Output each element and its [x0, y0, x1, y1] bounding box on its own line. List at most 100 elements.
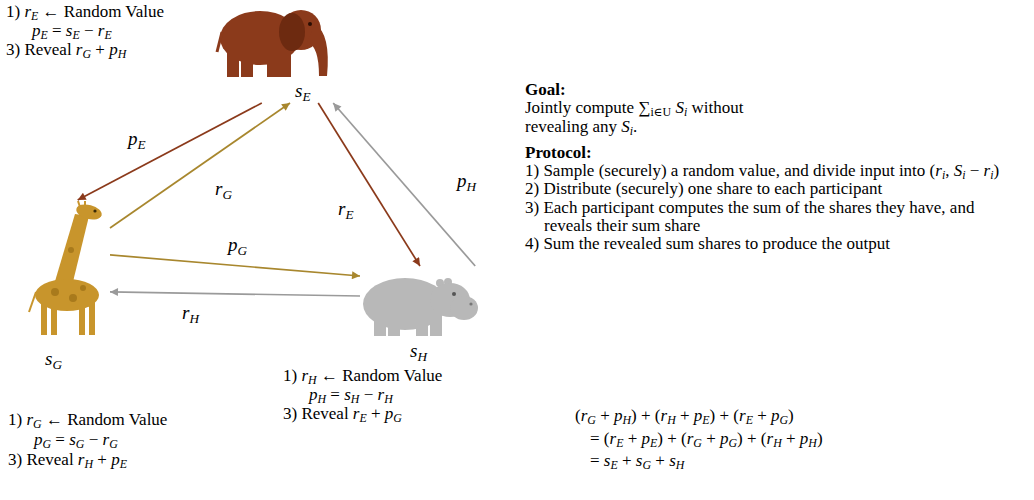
math-subscript: H [773, 436, 782, 450]
math-variable: pH [800, 429, 817, 448]
share-label: rH [180, 302, 201, 323]
math-subscript: G [52, 357, 62, 372]
math-variable: pG [34, 430, 51, 449]
equation-line: = sE + sG + sH [590, 451, 684, 470]
math-variable: Si [621, 117, 633, 136]
share-arrow [110, 255, 360, 276]
math-variable: Si [675, 98, 687, 117]
math-variable: rG [26, 410, 41, 429]
math-variable: sE [66, 21, 80, 40]
math-subscript: i [630, 124, 633, 138]
step-note: 1) rE ← Random Value [6, 2, 164, 21]
math-variable: pE [694, 406, 710, 425]
step-note: pH = sH − rH [309, 385, 393, 404]
math-variable: rE [98, 21, 112, 40]
math-variable: pE [641, 429, 657, 448]
math-variable: rG [581, 406, 596, 425]
math-variable: pG [228, 234, 247, 255]
share-arrow [78, 103, 262, 200]
math-subscript: G [109, 437, 118, 451]
math-subscript: E [746, 413, 753, 427]
goal-text: Jointly compute ∑i∈U Si without revealin… [525, 99, 783, 136]
protocol-step: 3) Each participant computes the sum of … [525, 199, 1025, 236]
math-variable: sG [45, 348, 62, 369]
math-variable: pH [109, 40, 126, 59]
step-note: pE = sE − rE [32, 21, 112, 40]
math-subscript: G [693, 436, 702, 450]
math-subscript: G [33, 417, 42, 431]
math-subscript: i∈U [650, 106, 671, 120]
share-label: pG [226, 234, 249, 255]
math-subscript: E [138, 137, 146, 152]
math-subscript: G [222, 187, 232, 202]
math-subscript: H [667, 413, 676, 427]
math-subscript: i [684, 106, 687, 120]
step-note: 1) rH ← Random Value [283, 366, 442, 385]
hippo-figure [363, 278, 478, 336]
math-variable: sH [410, 340, 427, 361]
equation-line: (rG + pH) + (rH + pE) + (rE + pG) [575, 406, 794, 425]
math-variable: pE [111, 450, 127, 469]
math-subscript: H [622, 413, 631, 427]
section-heading: Goal: [525, 81, 1025, 99]
math-variable: rE [24, 2, 38, 21]
math-variable: rH [378, 385, 393, 404]
math-subscript: G [43, 437, 52, 451]
step-note: 3) Reveal rG + pH [6, 40, 126, 59]
math-variable: rE [739, 406, 753, 425]
step-note: 3) Reveal rE + pG [283, 404, 402, 423]
math-subscript: E [120, 457, 127, 471]
participant-secret: sH [410, 340, 427, 361]
share-arrow [110, 292, 360, 296]
math-variable: pG [771, 406, 788, 425]
math-variable: rG [103, 430, 118, 449]
math-variable: pH [614, 406, 631, 425]
math-variable: pG [720, 429, 737, 448]
math-subscript: H [417, 349, 427, 364]
math-subscript: G [82, 47, 91, 61]
math-subscript: G [642, 458, 651, 472]
elephant-figure [217, 10, 328, 77]
math-subscript: E [359, 411, 366, 425]
math-subscript: E [302, 89, 310, 104]
math-subscript: H [118, 47, 127, 61]
math-variable: sE [295, 80, 311, 101]
animal-node: sG [25, 200, 110, 375]
math-subscript: i [942, 169, 945, 183]
math-variable: rH [301, 366, 316, 385]
math-variable: ri [935, 161, 945, 180]
step-note: pG = sG − rG [34, 430, 118, 449]
participant-secret: sE [295, 80, 311, 101]
share-arrow [110, 103, 290, 228]
math-subscript: H [189, 311, 199, 326]
math-subscript: H [676, 458, 685, 472]
protocol-step: 4) Sum the revealed sum shares to produc… [525, 235, 1025, 253]
protocol-step: 2) Distribute (securely) one share to ea… [525, 180, 1025, 198]
math-subscript: E [345, 207, 353, 222]
math-subscript: E [650, 436, 657, 450]
math-variable: rH [78, 450, 93, 469]
math-subscript: G [393, 411, 402, 425]
math-variable: rH [182, 302, 199, 323]
share-arrow [333, 103, 475, 266]
share-label: pH [455, 170, 478, 191]
text-column: Goal:Jointly compute ∑i∈U Si without rev… [525, 81, 1025, 254]
math-subscript: E [616, 436, 623, 450]
math-subscript: H [808, 436, 817, 450]
math-variable: rG [215, 178, 232, 199]
math-subscript: G [587, 413, 596, 427]
math-variable: rH [661, 406, 676, 425]
math-subscript: G [728, 436, 737, 450]
math-variable: pH [309, 385, 326, 404]
math-variable: pG [385, 404, 402, 423]
animal-node: sE [215, 2, 335, 103]
math-variable: rH [767, 429, 782, 448]
step-note: 3) Reveal rH + pE [8, 450, 127, 469]
math-subscript: E [702, 413, 709, 427]
math-variable: rE [338, 198, 354, 219]
math-variable: rE [353, 404, 367, 423]
math-variable: sG [69, 430, 84, 449]
math-variable: ri [984, 161, 994, 180]
math-subscript: i [962, 169, 965, 183]
